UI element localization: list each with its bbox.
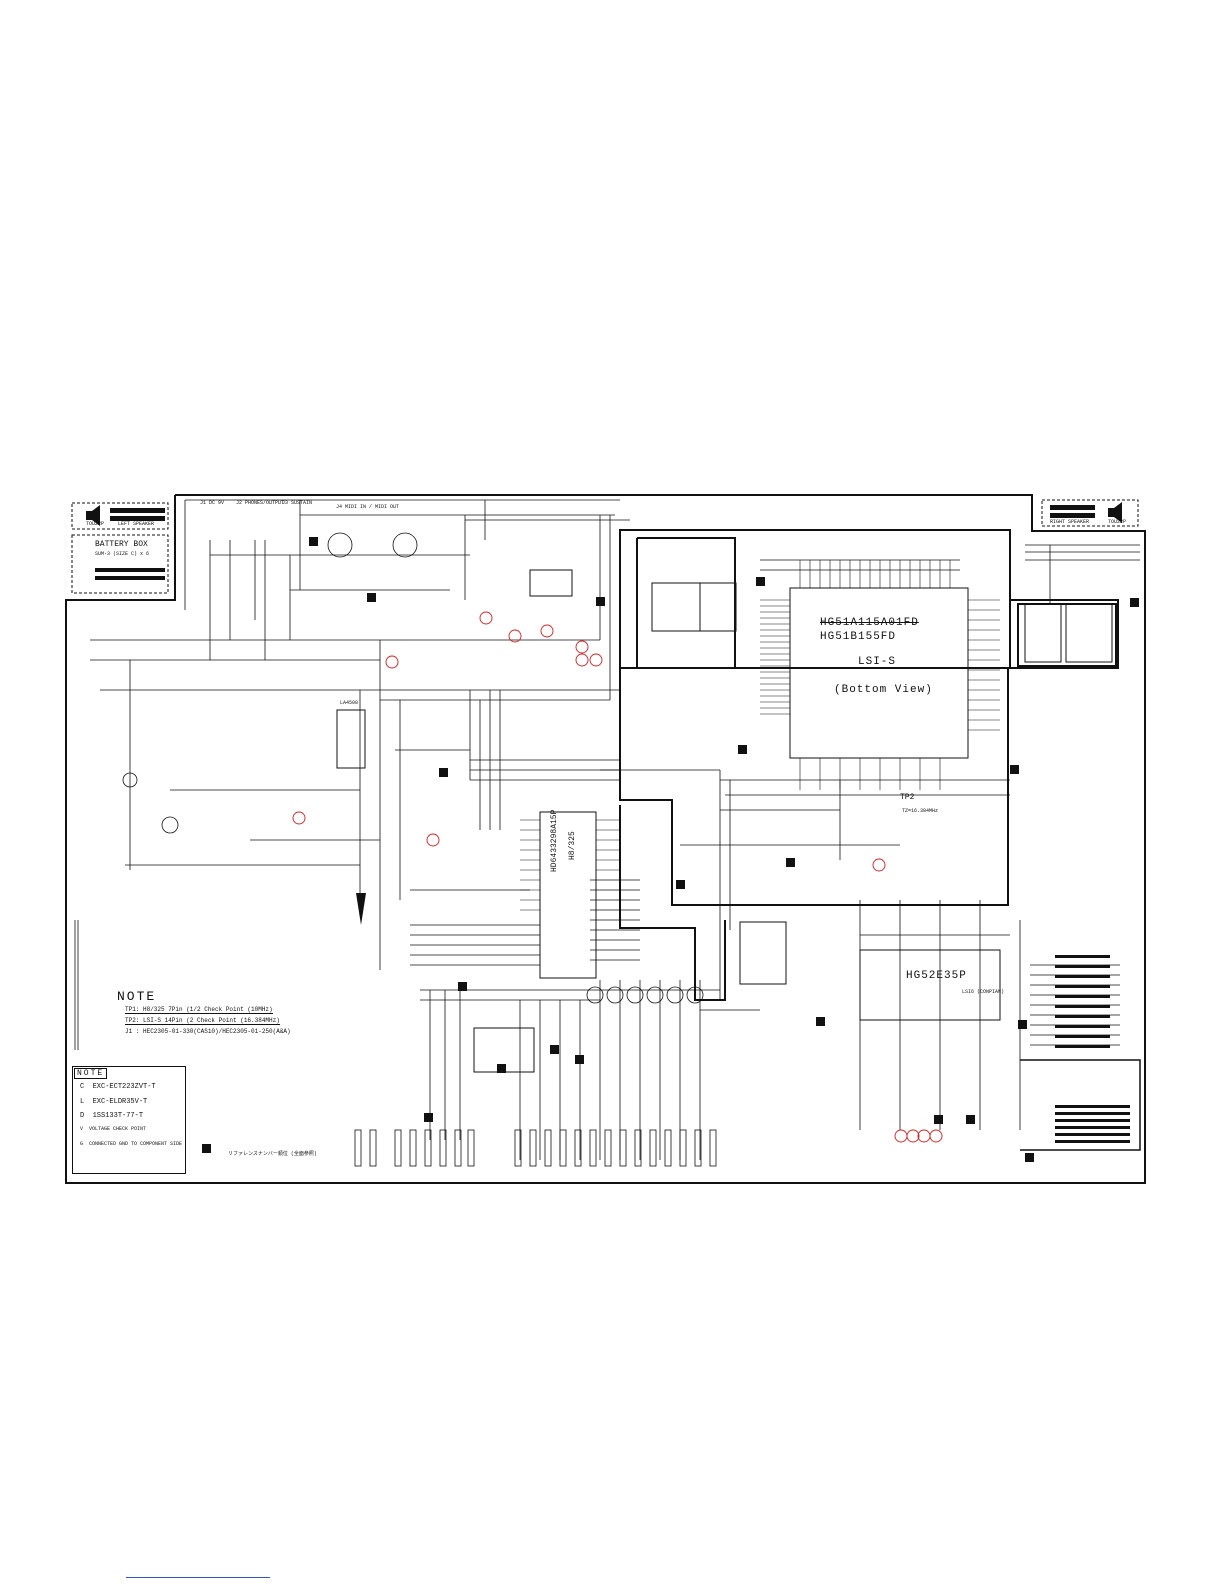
left-speaker-part: TOU22P (86, 521, 105, 527)
check-point-markers (292, 611, 943, 1143)
note-bottom-title: NOTE (74, 1068, 108, 1079)
note-top-line-2: TP2: LSI-S 14Pin (2 Check Point (16.384M… (125, 1017, 280, 1025)
connector-j3: J3 SUSTAIN (282, 500, 313, 506)
lsi-s-old-part: HG51A115A01FD (820, 617, 919, 629)
lsi-s-part: HG51B155FD (820, 631, 897, 643)
connector-j1: J1 DC 9V (200, 500, 225, 506)
battery-box-title: BATTERY BOX (95, 540, 148, 549)
chip-pins (520, 560, 1000, 911)
speaker-icon (86, 502, 1122, 526)
left-speaker-label: LEFT SPEAKER (118, 521, 155, 527)
note-top-line-3: J1 : HEC2305-01-330(CAS10)/HEC2305-01-25… (125, 1028, 291, 1035)
rom-part: HG52E35P (906, 970, 967, 982)
rom-name: LSI6 (CONPIAN) (962, 989, 1005, 995)
cpu-name: H8/325 (568, 831, 577, 860)
left-speaker-box (71, 502, 169, 530)
bottom-caption: リファレンスナンバー順位 (全面参照) (228, 1151, 317, 1157)
cpu-block-outline (619, 805, 726, 1001)
gnd-marker-icons (202, 537, 1139, 1162)
battery-box-subtitle: SUM-3 (SIZE C) x 6 (95, 551, 150, 557)
tp2-label: TP2 (900, 793, 915, 802)
transistor-row (122, 532, 704, 1004)
note-legend-row: G CONNECTED GND TO COMPONENT SIDE (80, 1141, 183, 1147)
note-legend-row: C EXC-ECT223ZVT-T (80, 1083, 156, 1091)
io-block-outline (1017, 603, 1117, 667)
wiring-vertical (74, 500, 1051, 1160)
note-top-title: NOTE (117, 989, 157, 1004)
ic-bodies (336, 569, 1113, 1073)
speaker-terminals (95, 505, 1095, 580)
lsi-s-name: LSI-S (858, 656, 897, 668)
bottom-key-contacts (354, 1129, 717, 1167)
battery-box-outline (71, 534, 169, 594)
right-speaker-box (1041, 499, 1139, 527)
lsi-s-block-outline (619, 529, 1119, 906)
volume-icon (356, 893, 366, 925)
cpu-part: HD6433298A15P (550, 809, 559, 872)
board-outline (65, 494, 1146, 1184)
right-speaker-part: TOU22P (1108, 519, 1127, 525)
connector-j4: J4 MIDI IN / MIDI OUT (336, 504, 400, 510)
note-legend-row: V VOLTAGE CHECK POINT (80, 1126, 147, 1132)
footer-link-underline (126, 1577, 270, 1578)
note-top-line-1: TP1: H8/325 7Pin (1/2 Check Point (10MHz… (125, 1006, 273, 1014)
opamp-name: LA4508 (340, 700, 359, 706)
wiring (90, 499, 1140, 1046)
right-key-matrix (1055, 955, 1130, 1143)
note-legend-box (72, 1066, 186, 1174)
lsi-s-view: (Bottom View) (834, 684, 933, 696)
crystal-label: TZ=16.384MHz (902, 808, 939, 814)
note-legend-row: D 1SS133T-77-T (80, 1112, 144, 1120)
rom-area-outline (1020, 1059, 1141, 1151)
note-legend-row: L EXC-ELDR35V-T (80, 1098, 148, 1106)
right-speaker-label: RIGHT SPEAKER (1050, 519, 1090, 525)
connector-j2: J2 PHONES/OUTPUT (236, 500, 285, 506)
